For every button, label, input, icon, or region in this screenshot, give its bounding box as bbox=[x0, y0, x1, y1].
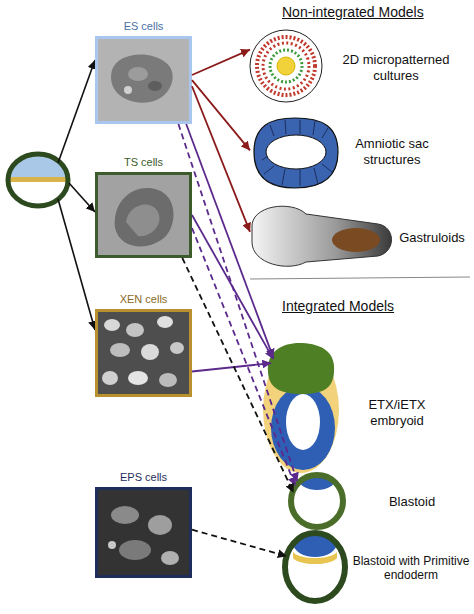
model-item: Blastoid with Primitive endoderm bbox=[283, 531, 474, 605]
image-frame bbox=[95, 487, 192, 578]
cell-label: EPS cells bbox=[95, 471, 192, 484]
model-label: Amniotic sac structures bbox=[342, 136, 442, 167]
model-item: Gastruloids bbox=[250, 202, 474, 270]
image-frame bbox=[95, 309, 192, 397]
cell-type-box: XEN cells bbox=[95, 295, 192, 397]
section-heading: Integrated Models bbox=[282, 298, 394, 314]
model-item: Amniotic sac structures bbox=[250, 112, 474, 192]
cell-type-box: EPS cells bbox=[95, 473, 192, 578]
cell-type-box: ES cells bbox=[95, 22, 192, 124]
micropattern-icon bbox=[250, 30, 322, 102]
section-heading: Non-integrated Models bbox=[282, 4, 424, 20]
image-frame bbox=[95, 36, 192, 124]
connector-arrow bbox=[186, 124, 273, 358]
connector-arrow bbox=[192, 363, 271, 371]
model-label: Gastruloids bbox=[392, 230, 472, 246]
model-item: ETX/iETX embryoid bbox=[265, 342, 474, 474]
derivation-arrow bbox=[69, 183, 95, 212]
connector-arrow bbox=[192, 228, 295, 486]
cell-micrograph bbox=[98, 312, 189, 394]
cell-label: ES cells bbox=[95, 20, 192, 33]
blastoid-icon bbox=[291, 470, 343, 527]
connector-arrow bbox=[192, 80, 250, 150]
derivation-arrow bbox=[58, 199, 95, 330]
connector-arrow bbox=[182, 258, 293, 493]
connector-arrow bbox=[192, 86, 250, 232]
cell-micrograph bbox=[98, 39, 189, 121]
model-label: Blastoid with Primitive endoderm bbox=[352, 554, 470, 583]
cell-micrograph bbox=[98, 175, 189, 255]
cell-micrograph bbox=[98, 490, 189, 575]
model-label: Blastoid bbox=[372, 494, 452, 510]
separator-line bbox=[250, 277, 470, 279]
model-label: 2D micropatterned cultures bbox=[330, 52, 462, 83]
amniotic-sac-icon bbox=[254, 118, 338, 188]
connector-arrow bbox=[192, 530, 287, 556]
derivation-arrow bbox=[58, 60, 95, 163]
blastocyst bbox=[8, 154, 70, 206]
connector-arrow bbox=[178, 124, 297, 482]
connector-arrow bbox=[192, 215, 273, 359]
connector-arrow bbox=[192, 50, 250, 75]
model-item: Blastoid bbox=[288, 474, 474, 529]
cell-type-box: TS cells bbox=[95, 158, 192, 258]
model-item: 2D micropatterned cultures bbox=[250, 28, 474, 108]
model-label: ETX/iETX embryoid bbox=[358, 398, 436, 429]
cell-label: XEN cells bbox=[95, 293, 192, 306]
blastoid-pre-icon bbox=[285, 529, 345, 601]
gastruloid-icon bbox=[252, 206, 392, 266]
image-frame bbox=[95, 172, 192, 258]
cell-label: TS cells bbox=[95, 156, 192, 169]
etx-embryoid-icon bbox=[263, 343, 339, 473]
